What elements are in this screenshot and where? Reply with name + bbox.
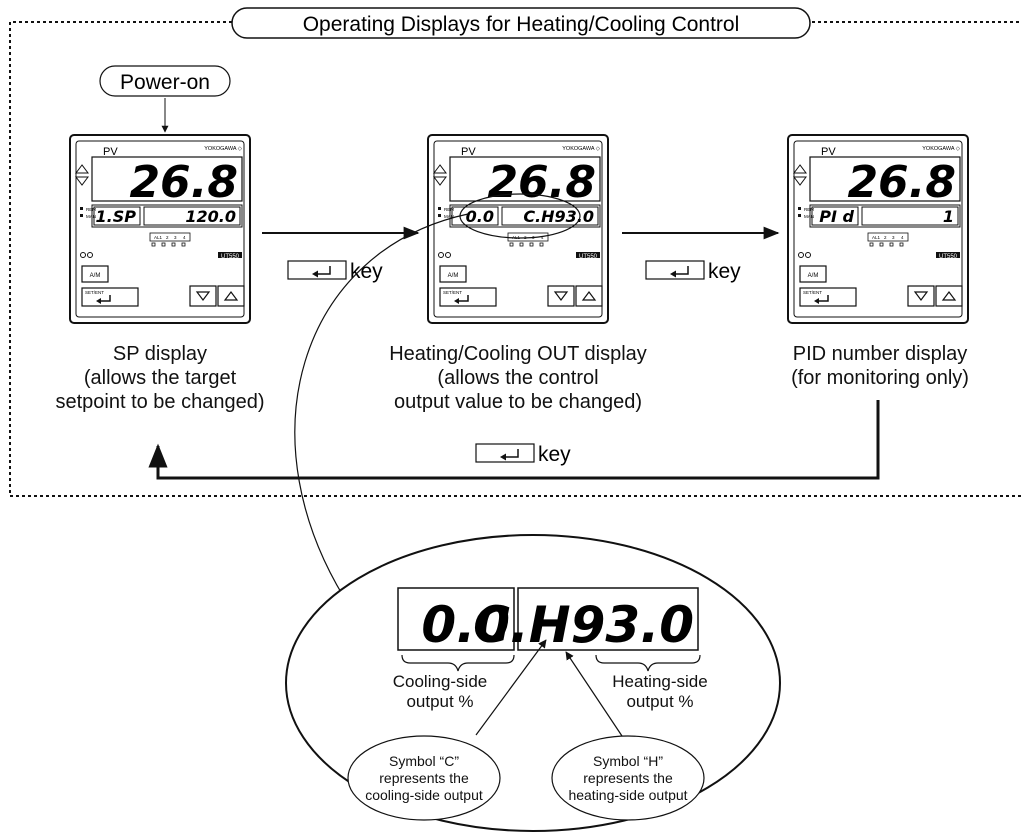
brand-logo: YOKOGAWA ◇: [562, 146, 601, 152]
caption-out: Heating/Cooling OUT display (allows the …: [358, 342, 678, 414]
pv-label: PV: [821, 146, 836, 158]
zoom-right-box: [517, 587, 699, 651]
setent-key-icon: [287, 260, 347, 280]
setent-button: SET/ENT: [803, 290, 822, 295]
heating-brace: [595, 654, 701, 672]
brand-logo: YOKOGAWA ◇: [204, 146, 243, 152]
heating-label-line2: output %: [626, 692, 694, 711]
caption-sp-line2: (allows the target: [83, 367, 237, 389]
heating-label-line1: Heating-side: [612, 672, 708, 691]
zoom-right-value: C.H93.0: [473, 596, 694, 654]
symbol-c-ellipse: [347, 735, 501, 821]
am-button: A/M: [90, 273, 101, 279]
dashed-frame-left: [9, 21, 1021, 497]
pv-value: 26.8: [487, 157, 596, 208]
lower-left-display: PI d: [819, 207, 854, 226]
symbol-h-line1: Symbol “H”: [592, 753, 663, 769]
cooling-label: Cooling-side output %: [370, 672, 510, 712]
model-label: UT550: [221, 254, 240, 260]
setent-key-icon: [645, 260, 705, 280]
cooling-brace: [401, 654, 515, 672]
arrow-return: [148, 400, 880, 480]
symbol-c-line3: cooling-side output: [365, 787, 483, 803]
zoom-pointer-arrow: [294, 213, 469, 611]
man-label: MAN: [444, 214, 454, 219]
zoom-left-value: 0.0: [421, 596, 510, 654]
caption-out-line2: (allows the control: [437, 367, 599, 389]
pv-value: 26.8: [129, 157, 238, 208]
caption-out-line1: Heating/Cooling OUT display: [389, 343, 647, 365]
alarm-label-2: 2: [884, 235, 887, 240]
key-label-1: key: [350, 260, 383, 283]
alarm-label-4: 4: [541, 235, 544, 240]
key-label-2: key: [708, 260, 741, 283]
setent-button: SET/ENT: [85, 290, 104, 295]
cooling-label-line1: Cooling-side: [392, 672, 488, 691]
rem-label: REM: [444, 207, 454, 212]
cooling-label-line2: output %: [406, 692, 474, 711]
lower-right-display: C.H93.0: [523, 207, 594, 226]
brand-logo: YOKOGAWA ◇: [922, 146, 961, 152]
lower-right-display: 120.0: [185, 207, 236, 226]
alarm-label-1: AL1: [872, 235, 881, 240]
caption-sp: SP display (allows the target setpoint t…: [35, 342, 285, 414]
power-on-label: Power-on: [120, 71, 210, 94]
zoom-left-box: [397, 587, 515, 651]
title-pill: [231, 7, 811, 39]
heating-label: Heating-side output %: [590, 672, 730, 712]
lower-right-display: 1: [943, 207, 954, 226]
symbol-c-arrow: [475, 639, 547, 736]
caption-out-line3: output value to be changed): [394, 391, 642, 413]
alarm-label-1: AL1: [154, 235, 163, 240]
pv-value: 26.8: [847, 157, 956, 208]
alarm-label-3: 3: [892, 235, 895, 240]
caption-pid-line2: (for monitoring only): [791, 367, 969, 389]
alarm-label-3: 3: [174, 235, 177, 240]
controller-out: PV YOKOGAWA ◇ 26.8 REM MAN 0.0 C.H93.0 A…: [427, 134, 609, 324]
symbol-h-text: Symbol “H” represents the heating-side o…: [554, 753, 702, 804]
symbol-h-ellipse: [551, 735, 705, 821]
rem-label: REM: [804, 207, 814, 212]
alarm-label-4: 4: [901, 235, 904, 240]
pv-label: PV: [461, 146, 476, 158]
symbol-h-line3: heating-side output: [568, 787, 688, 803]
symbol-c-text: Symbol “C” represents the cooling-side o…: [350, 753, 498, 804]
controller-sp: PV YOKOGAWA ◇ 26.8 REM MAN 1.SP 120.0 AL…: [69, 134, 251, 324]
model-label: UT550: [579, 254, 598, 260]
am-button: A/M: [808, 273, 819, 279]
pv-label: PV: [103, 146, 118, 158]
key-label-3: key: [538, 443, 571, 466]
alarm-label-4: 4: [183, 235, 186, 240]
symbol-h-line2: represents the: [583, 770, 673, 786]
caption-sp-line1: SP display: [112, 343, 208, 365]
symbol-h-arrow: [565, 651, 627, 743]
model-label: UT550: [939, 254, 958, 260]
caption-sp-line3: setpoint to be changed): [55, 391, 265, 413]
man-label: MAN: [804, 214, 814, 219]
caption-pid: PID number display (for monitoring only): [760, 342, 1000, 390]
lower-left-display: 0.0: [466, 207, 494, 226]
man-label: MAN: [86, 214, 96, 219]
symbol-c-line2: represents the: [379, 770, 469, 786]
power-on-pill: [99, 65, 231, 97]
alarm-label-2: 2: [166, 235, 169, 240]
page-title: Operating Displays for Heating/Cooling C…: [303, 13, 740, 36]
caption-pid-line1: PID number display: [792, 343, 968, 365]
controller-pid: PV YOKOGAWA ◇ 26.8 REM MAN PI d 1 AL1 2 …: [787, 134, 969, 324]
lower-left-display: 1.SP: [96, 207, 137, 226]
rem-label: REM: [86, 207, 96, 212]
am-button: A/M: [448, 273, 459, 279]
setent-key-icon: [475, 443, 535, 463]
symbol-c-line1: Symbol “C”: [388, 753, 459, 769]
setent-button: SET/ENT: [443, 290, 462, 295]
